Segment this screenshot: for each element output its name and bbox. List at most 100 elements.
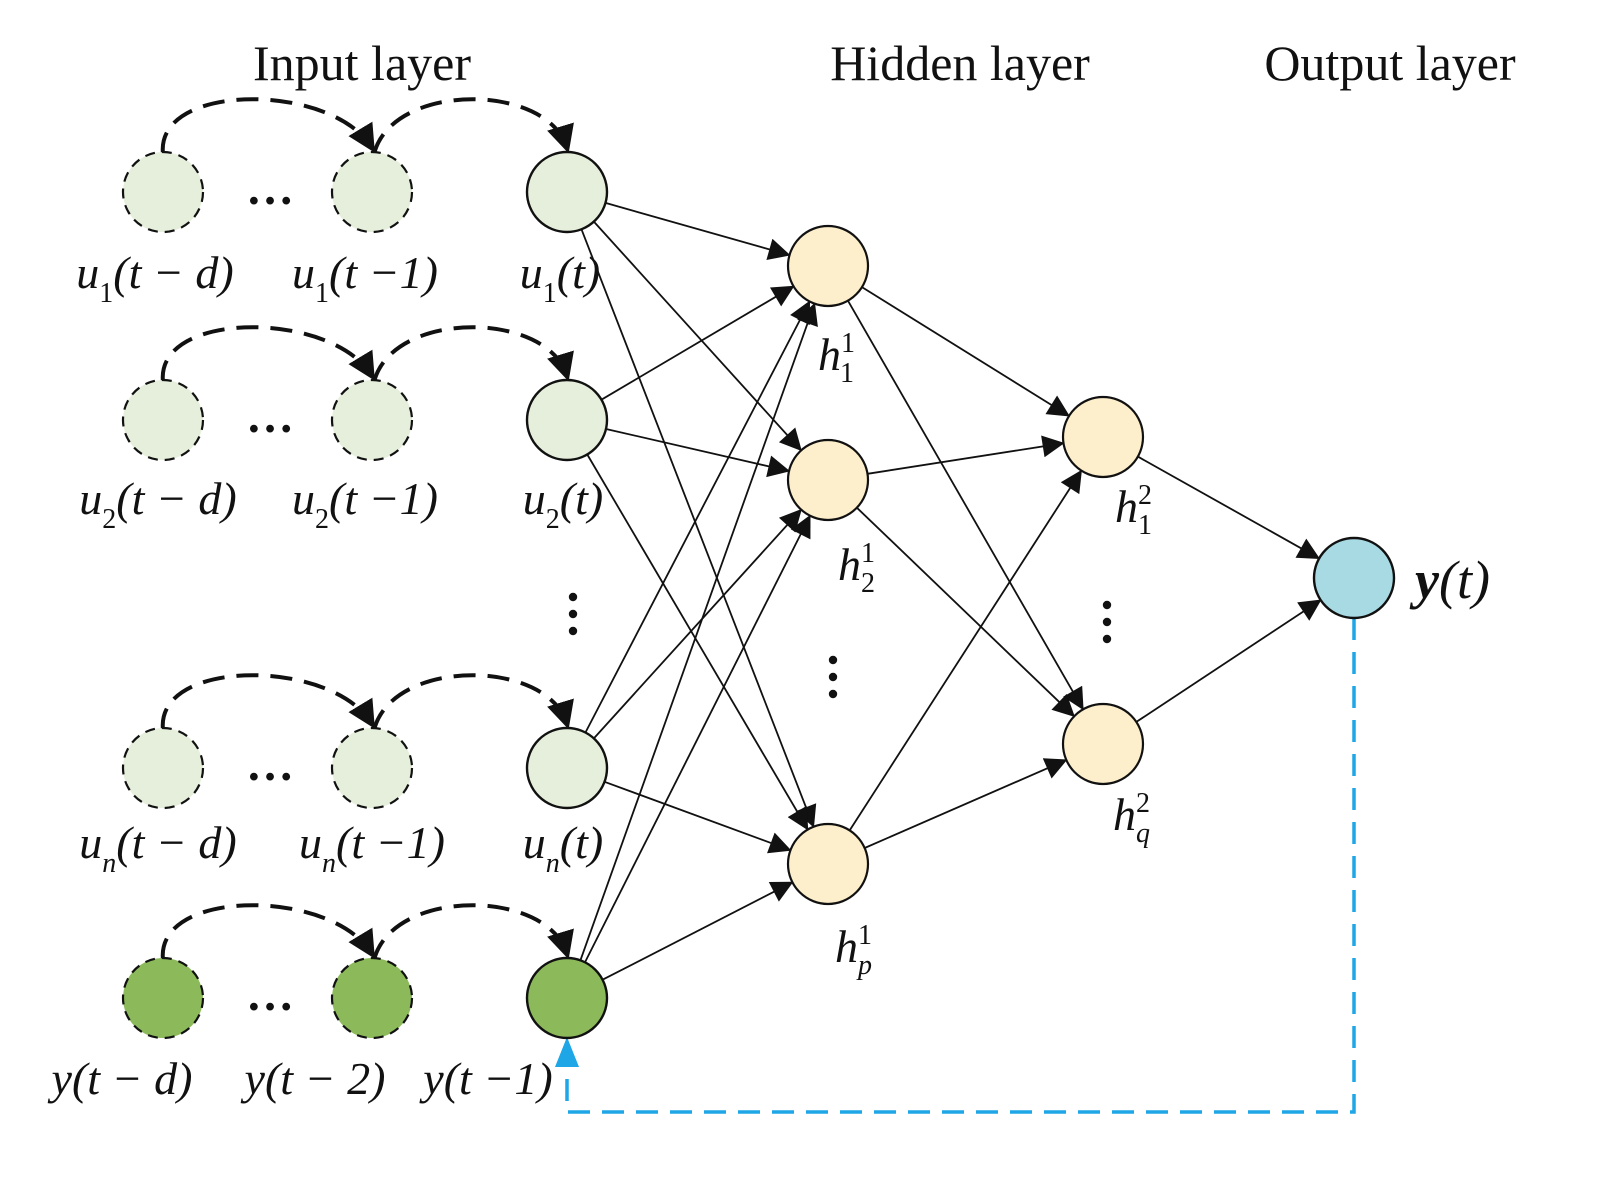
feedback-line [555,618,1356,1114]
label-argument: (t) [557,247,600,298]
connection-input4-to-h1-3 [602,881,794,981]
delay-arc [372,97,574,155]
hidden1-node-3 [786,822,870,906]
horizontal-ellipsis: … [246,390,294,443]
feedback-node-4-1 [121,956,205,1040]
connection-input1-to-h1-3 [580,228,817,828]
connection-h1-1-to-h2-2 [847,300,1084,711]
input-node-1-3 [525,150,609,234]
connection-input4-to-h1-1 [579,302,818,961]
input-node-1-1 [121,150,205,234]
input-node-2-1 [121,378,205,462]
input-label-u2-2: u2(t −1) [292,473,438,535]
label-superscript: 1 [858,920,872,951]
output-node [1312,536,1396,620]
feedback-node-4-2 [330,956,414,1040]
label-subscript: n [322,848,336,879]
hidden1-node-2 [786,438,870,522]
label-subscript: 1 [840,358,854,389]
input-label-u1-2: u1(t −1) [292,247,438,309]
label-base: y [419,1053,444,1104]
delay-arc [160,97,375,155]
label-argument: (t −1) [444,1053,553,1104]
connection-input2-to-h1-3 [586,454,809,831]
connection-h2-2-to-output [1135,599,1322,723]
input-label-un-1: un(t − d) [79,817,236,879]
input-label-y-2: y(t − 2) [241,1053,386,1104]
feedback-path [555,618,1356,1114]
input-label-u2-1: u2(t − d) [79,473,236,535]
label-base: y [1409,550,1440,610]
label-base: h [818,329,841,380]
delay-arc [160,673,375,731]
label-base: u [76,247,99,298]
input-label-un-2: un(t −1) [299,817,445,879]
label-argument: (t − d) [113,247,233,298]
input-label-u1-3: u1(t) [520,247,600,309]
label-subscript: 2 [102,504,116,535]
delay-arcs [160,97,574,961]
input-label-u1-1: u1(t − d) [76,247,233,309]
label-base: h [835,921,858,972]
ellipses: ………… [246,162,1112,1021]
ellipsis-dot [568,592,578,602]
label-subscript: 1 [315,278,329,309]
label-base: u [299,817,322,868]
connection-h1-2-to-h2-2 [856,507,1075,718]
input-label-y-3: y(t −1) [419,1053,552,1104]
label-base: u [523,473,546,524]
label-argument: (t) [1439,550,1490,610]
label-argument: (t − d) [116,817,236,868]
ellipsis-dot [568,626,578,636]
connection-h1-3-to-h2-2 [864,758,1068,849]
hidden1-node-1 [786,224,870,308]
vertical-ellipsis-hidden1 [828,655,838,699]
label-argument: (t − d) [72,1053,192,1104]
input-node-2-3 [525,378,609,462]
input-label-un-3: un(t) [523,817,603,879]
label-argument: (t −1) [329,247,438,298]
label-subscript: n [102,848,116,879]
connection-input4-to-h1-2 [584,514,811,963]
label-superscript: 2 [1136,788,1150,819]
connections [579,202,1322,981]
delay-arc [160,903,375,961]
label-base: h [1113,789,1136,840]
label-base: h [838,539,861,590]
label-superscript: 1 [841,328,854,359]
connection-input2-to-h1-1 [600,285,795,401]
input-node-3-3 [525,726,609,810]
ellipsis-dot [568,609,578,619]
connection-input1-to-h1-2 [593,221,802,452]
label-base: u [292,473,315,524]
label-argument: (t −1) [336,817,445,868]
label-argument: (t − d) [116,473,236,524]
connection-input2-to-h1-2 [605,428,791,478]
label-subscript: q [1136,818,1150,849]
label-subscript: 2 [546,504,560,535]
connection-h1-1-to-h2-1 [861,286,1070,417]
label-subscript: 1 [99,278,113,309]
label-base: h [1115,481,1138,532]
input-label-y-1: y(t − d) [48,1053,193,1104]
connection-h1-2-to-h2-1 [867,435,1065,475]
ellipsis-dot [828,689,838,699]
label-subscript: n [546,848,560,879]
label-argument: (t) [560,817,603,868]
ellipsis-dot [1102,600,1112,610]
label-base: y [241,1053,266,1104]
label-base: y [48,1053,73,1104]
input-node-2-2 [330,378,414,462]
node-labels: u1(t − d)u1(t −1)u1(t)u2(t − d)u2(t −1)u… [48,247,1490,1104]
horizontal-ellipsis: … [246,738,294,791]
output-layer-title: Output layer [1264,35,1516,91]
ellipsis-dot [828,655,838,665]
feedback-node-4-3 [525,956,609,1040]
delay-arc [372,903,574,961]
ellipsis-dot [828,672,838,682]
connection-h2-1-to-output [1137,455,1321,560]
